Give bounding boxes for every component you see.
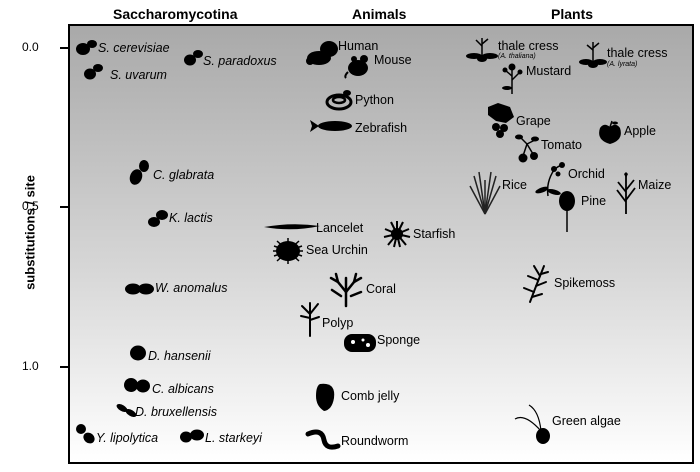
- k-lactis-silhouette: [148, 210, 168, 227]
- comb-jelly-silhouette: [316, 383, 335, 411]
- d-bruxellensis-silhouette: [116, 404, 137, 417]
- label-thale-cress-2: thale cress: [607, 46, 668, 60]
- y-tick-0.5: [60, 206, 68, 208]
- label-green-algae: Green algae: [552, 414, 621, 428]
- orchid-silhouette: [535, 162, 565, 197]
- s-uvarum-silhouette: [84, 64, 103, 80]
- label-maize: Maize: [638, 178, 672, 192]
- spikemoss-silhouette: [523, 265, 549, 303]
- label-grape: Grape: [516, 114, 551, 128]
- green-algae-silhouette: [514, 404, 550, 444]
- w-anomalus-silhouette: [125, 283, 154, 295]
- label-mouse: Mouse: [374, 53, 412, 67]
- label-c-glabrata: C. glabrata: [153, 168, 215, 182]
- plot-frame: [68, 24, 694, 464]
- thale-cress-a-thaliana-silhouette: [466, 38, 498, 62]
- roundworm-silhouette: [305, 429, 341, 450]
- y-tick-0: [60, 47, 68, 49]
- label-tomato: Tomato: [541, 138, 582, 152]
- label-roundworm: Roundworm: [341, 434, 409, 448]
- starfish-silhouette: [383, 221, 411, 248]
- label-rice: Rice: [502, 178, 528, 192]
- label-c-albicans: C. albicans: [152, 382, 214, 396]
- mustard-silhouette: [502, 63, 523, 94]
- label-w-anomalus: W. anomalus: [155, 281, 228, 295]
- s-cerevisiae-silhouette: [76, 40, 97, 55]
- maize-silhouette: [616, 172, 636, 214]
- label-polyp: Polyp: [322, 316, 354, 330]
- label-l-starkeyi: L. starkeyi: [205, 431, 262, 445]
- l-starkeyi-silhouette: [180, 429, 204, 443]
- y-tick-label-0.5: 0.5: [22, 199, 39, 213]
- label-s-paradoxus: S. paradoxus: [203, 54, 277, 68]
- label-a-thaliana: (A. thaliana): [498, 53, 536, 60]
- thale-cress-a-lyrata-silhouette: [579, 42, 607, 68]
- label-d-bruxellensis: D. bruxellensis: [135, 405, 217, 419]
- label-mustard: Mustard: [526, 64, 572, 78]
- header-plants: Plants: [551, 6, 594, 22]
- lancelet-silhouette: [264, 224, 320, 230]
- grape-silhouette: [488, 103, 514, 138]
- label-spikemoss: Spikemoss: [554, 276, 616, 290]
- zebrafish-silhouette: [310, 120, 352, 132]
- d-hansenii-silhouette: [130, 345, 146, 361]
- coral-silhouette: [329, 272, 363, 308]
- label-thale-cress-1: thale cress: [498, 39, 559, 53]
- label-pine: Pine: [581, 194, 607, 208]
- pine-silhouette: [559, 191, 575, 232]
- label-sponge: Sponge: [377, 333, 421, 347]
- y-tick-1.0: [60, 366, 68, 368]
- label-lancelet: Lancelet: [316, 221, 364, 235]
- label-a-lyrata: (A. lyrata): [607, 61, 638, 68]
- apple-silhouette: [599, 120, 621, 144]
- human-silhouette: [306, 41, 338, 65]
- label-orchid: Orchid: [568, 167, 605, 181]
- header-saccharomycotina: Saccharomycotina: [113, 6, 238, 22]
- tomato-silhouette: [515, 134, 539, 163]
- y-axis-label: substitutions / site: [22, 175, 38, 290]
- label-d-hansenii: D. hansenii: [148, 349, 211, 363]
- label-k-lactis: K. lactis: [169, 211, 213, 225]
- label-sea-urchin: Sea Urchin: [306, 243, 368, 257]
- label-apple: Apple: [624, 124, 656, 138]
- sponge-silhouette: [344, 334, 376, 352]
- header-animals: Animals: [352, 6, 407, 22]
- y-tick-label-1.0: 1.0: [22, 359, 39, 373]
- python-silhouette: [325, 90, 353, 111]
- label-s-cerevisiae: S. cerevisiae: [98, 41, 170, 55]
- label-python: Python: [355, 93, 394, 107]
- y-lipolytica-silhouette: [76, 424, 95, 444]
- c-albicans-silhouette: [124, 378, 150, 393]
- mouse-silhouette: [344, 55, 368, 79]
- rice-silhouette: [469, 171, 501, 215]
- sea-urchin-silhouette: [273, 238, 303, 264]
- label-zebrafish: Zebrafish: [355, 121, 408, 135]
- c-glabrata-silhouette: [129, 160, 149, 185]
- label-starfish: Starfish: [413, 227, 456, 241]
- label-y-lipolytica: Y. lipolytica: [96, 431, 159, 445]
- polyp-silhouette: [300, 302, 320, 337]
- s-paradoxus-silhouette: [184, 50, 203, 66]
- y-tick-label-0: 0.0: [22, 40, 39, 54]
- label-s-uvarum: S. uvarum: [110, 68, 167, 82]
- label-human: Human: [338, 39, 379, 53]
- label-coral: Coral: [366, 282, 396, 296]
- label-comb-jelly: Comb jelly: [341, 389, 400, 403]
